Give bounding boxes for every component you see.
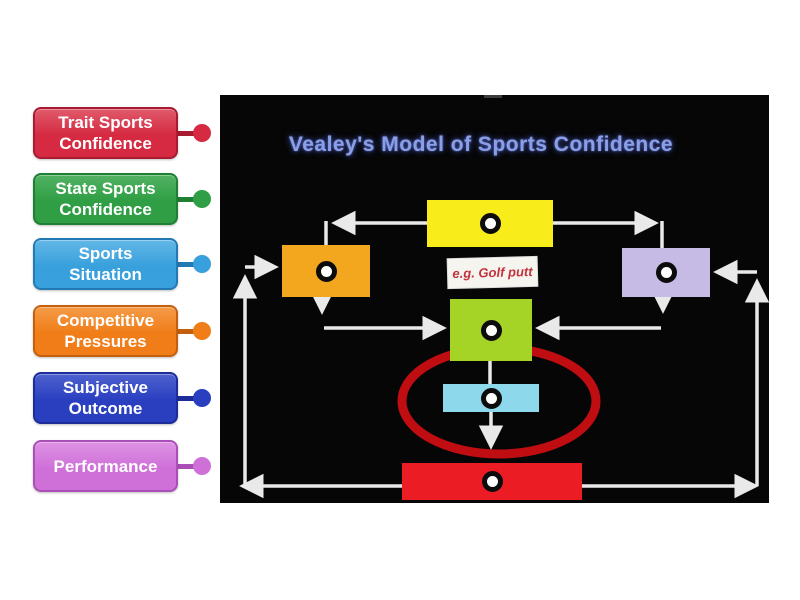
- tag-connector-dot: [193, 124, 211, 142]
- tag-connector-dot: [193, 322, 211, 340]
- drop-zone-mid-right[interactable]: [655, 262, 677, 283]
- diagram-box-top-center: [427, 200, 553, 247]
- diagram-image: Vealey's Model of Sports Confidence e.g.…: [220, 95, 769, 503]
- diagram-box-center: [450, 299, 532, 361]
- tag-connector-stem: [176, 197, 198, 202]
- drop-zone-lower-center[interactable]: [480, 387, 502, 409]
- answer-tag-competitive-pressures[interactable]: Competitive Pressures: [33, 305, 178, 357]
- answer-tag-label: Competitive Pressures: [56, 311, 155, 351]
- answer-tag-label: Sports Situation: [69, 244, 142, 284]
- answer-tag-wrap: Trait Sports Confidence: [33, 107, 213, 159]
- tag-connector-dot: [193, 389, 211, 407]
- answer-tag-subjective-outcome[interactable]: Subjective Outcome: [33, 372, 178, 424]
- answer-tag-sports-situation[interactable]: Sports Situation: [33, 238, 178, 290]
- answer-tag-label: Performance: [53, 456, 158, 476]
- diagram-box-mid-left: [282, 245, 370, 297]
- tag-connector-stem: [176, 262, 198, 267]
- answer-tag-trait-sports-confidence[interactable]: Trait Sports Confidence: [33, 107, 178, 159]
- tag-connector-dot: [193, 457, 211, 475]
- answer-tag-performance[interactable]: Performance: [33, 440, 178, 492]
- example-note: e.g. Golf putt: [447, 256, 538, 289]
- answer-tag-label: Trait Sports Confidence: [58, 113, 153, 153]
- tag-connector-stem: [176, 131, 198, 136]
- answer-tag-wrap: State Sports Confidence: [33, 173, 213, 225]
- tag-connector-dot: [193, 255, 211, 273]
- answer-tag-state-sports-confidence[interactable]: State Sports Confidence: [33, 173, 178, 225]
- answer-tag-wrap: Subjective Outcome: [33, 372, 213, 424]
- diagram-box-bottom: [402, 463, 582, 500]
- diagram-box-mid-right: [622, 248, 710, 297]
- drop-zone-bottom[interactable]: [481, 471, 503, 492]
- answer-tag-wrap: Performance: [33, 440, 213, 492]
- answer-tag-label: Subjective Outcome: [62, 378, 149, 418]
- diagram-title: Vealey's Model of Sports Confidence: [288, 133, 674, 156]
- diagram-box-lower-center: [443, 384, 539, 412]
- answer-tag-wrap: Sports Situation: [33, 238, 213, 290]
- answer-tag-label: State Sports Confidence: [55, 179, 156, 219]
- flow-arrows: [232, 210, 769, 499]
- word-bank: Trait Sports Confidence State Sports Con…: [0, 0, 220, 600]
- answer-tag-wrap: Competitive Pressures: [33, 305, 213, 357]
- drop-zone-top-center[interactable]: [479, 213, 501, 234]
- top-edge-artifact: [484, 95, 502, 98]
- tag-connector-stem: [176, 464, 198, 469]
- drop-zone-mid-left[interactable]: [315, 260, 337, 282]
- tag-connector-stem: [176, 329, 198, 334]
- tag-connector-stem: [176, 396, 198, 401]
- drop-zone-center[interactable]: [480, 319, 502, 341]
- tag-connector-dot: [193, 190, 211, 208]
